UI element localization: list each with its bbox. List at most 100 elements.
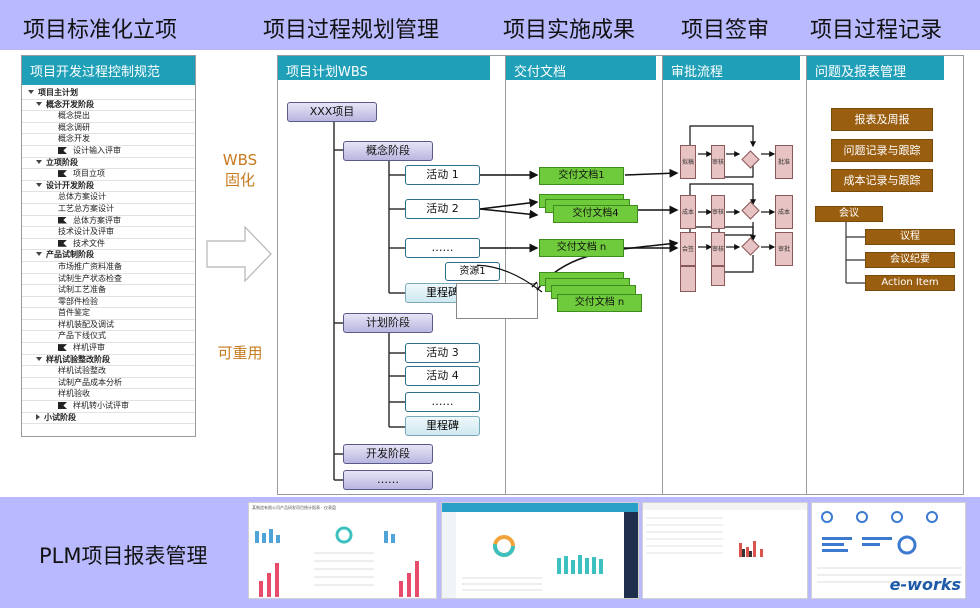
fix-label: 固化	[224, 171, 255, 189]
spec-tree-row[interactable]: 样机装配及调试	[22, 320, 195, 332]
collapse-arrow-icon[interactable]	[36, 413, 40, 420]
minutes-button[interactable]: 会议纪要	[865, 252, 955, 268]
cost-tracking-button[interactable]: 成本记录与跟踪	[831, 169, 933, 192]
approval-node[interactable]: 审核	[711, 232, 725, 266]
spec-tree-row[interactable]: 样机试验整改	[22, 366, 195, 378]
spec-tree-row[interactable]: 首件鉴定	[22, 308, 195, 320]
agenda-button[interactable]: 议程	[865, 229, 955, 245]
approval-node[interactable]: 审批	[775, 232, 793, 266]
thumbnail-title: 某制造有限公司产品研发项目统计报表 - 仪表盘	[252, 505, 336, 510]
spec-tree-label: 概念提出	[58, 111, 90, 121]
expand-arrow-icon[interactable]	[36, 159, 42, 164]
approval-node[interactable]: 成本	[775, 195, 793, 229]
doc-deliverable-n-2[interactable]: 交付文档 n	[557, 294, 642, 312]
spec-tree-row[interactable]: 概念提出	[22, 111, 195, 123]
approval-node[interactable]: 审核	[711, 195, 725, 229]
spec-tree-label: 样机验收	[58, 389, 90, 399]
wbs-resource-1[interactable]: 资源1	[445, 262, 500, 281]
spec-tree-row[interactable]: 立项阶段	[22, 158, 195, 170]
wbs-panel-header: 项目计划WBS	[278, 56, 490, 80]
wbs-phase-develop[interactable]: 开发阶段	[343, 444, 433, 464]
spec-tree-label: 总体方案设计	[58, 192, 106, 202]
plm-report-title: PLM项目报表管理	[39, 544, 208, 568]
spec-tree-row[interactable]: 设计输入评审	[22, 146, 195, 158]
approval-node[interactable]: 拟稿	[680, 145, 696, 179]
spec-tree-row[interactable]: 项目主计划	[22, 88, 195, 100]
action-item-button[interactable]: Action Item	[865, 275, 955, 291]
doc-deliverable-1[interactable]: 交付文档1	[539, 167, 624, 185]
spec-tree-row[interactable]: 试制产品成本分析	[22, 378, 195, 390]
spec-tree-row[interactable]: 概念开发阶段	[22, 100, 195, 112]
approval-node[interactable]: 审核	[711, 145, 725, 179]
wbs-phase-more[interactable]: ……	[343, 470, 433, 490]
spec-tree-label: 样机装配及调试	[58, 319, 114, 329]
spec-tree-row[interactable]: 试制工艺准备	[22, 285, 195, 297]
spec-tree-label: 项目主计划	[38, 88, 78, 97]
spec-tree-row[interactable]: 技术设计及评审	[22, 227, 195, 239]
spec-tree-row[interactable]: 总体方案设计	[22, 192, 195, 204]
report-thumbnail-4[interactable]: e-works	[811, 502, 966, 599]
spec-tree-row[interactable]: 样机评审	[22, 343, 195, 355]
resource-popup-box	[456, 283, 538, 319]
wbs-activity-2[interactable]: 活动 2	[405, 199, 480, 219]
spec-tree-row[interactable]: 样机转小试评审	[22, 401, 195, 413]
spec-tree-row[interactable]: 零部件检验	[22, 297, 195, 309]
expand-arrow-icon[interactable]	[36, 182, 42, 187]
spec-tree-row[interactable]: 概念调研	[22, 123, 195, 135]
approval-node[interactable]: 会签	[680, 232, 696, 266]
wbs-phase-concept[interactable]: 概念阶段	[343, 141, 433, 161]
spec-tree-label: 概念调研	[58, 122, 90, 132]
approval-node[interactable]: 成本	[680, 195, 696, 229]
spec-tree-row[interactable]: 小试阶段	[22, 413, 195, 425]
spec-tree-row[interactable]: 产品试制阶段	[22, 250, 195, 262]
spec-tree-row[interactable]: 项目立项	[22, 169, 195, 181]
spec-tree-row[interactable]: 总体方案评审	[22, 216, 195, 228]
reuse-label: 可重用	[217, 344, 263, 362]
left-panel-header: 项目开发过程控制规范	[22, 56, 195, 85]
thumb2-header	[442, 503, 638, 512]
left-spec-panel: 项目开发过程控制规范 项目主计划概念开发阶段概念提出概念调研概念开发设计输入评审…	[21, 55, 196, 437]
report-thumbnail-1[interactable]: 某制造有限公司产品研发项目统计报表 - 仪表盘	[248, 502, 437, 599]
spec-tree-row[interactable]: 工艺总方案设计	[22, 204, 195, 216]
spec-tree-row[interactable]: 市场推广资料准备	[22, 262, 195, 274]
approval-node[interactable]: 批准	[775, 145, 793, 179]
report-thumbnail-2[interactable]	[441, 502, 639, 599]
expand-arrow-icon[interactable]	[28, 90, 34, 94]
transfer-arrow-icon	[206, 225, 272, 283]
wbs-activity-more-2[interactable]: ……	[405, 392, 480, 412]
spec-tree-row[interactable]: 试制生产状态检查	[22, 274, 195, 286]
thumb1-charts	[255, 526, 419, 597]
doc-deliverable-4[interactable]: 交付文档4	[553, 205, 638, 223]
spec-tree-row[interactable]: 样机验收	[22, 389, 195, 402]
expand-arrow-icon[interactable]	[36, 252, 42, 257]
spec-tree-row[interactable]: 样机试验整改阶段	[22, 355, 195, 367]
spec-tree-label: 工艺总方案设计	[58, 203, 114, 213]
wbs-phase-plan[interactable]: 计划阶段	[343, 313, 433, 333]
meeting-button[interactable]: 会议	[815, 206, 883, 222]
wbs-label: WBS	[222, 151, 258, 169]
wbs-activity-1[interactable]: 活动 1	[405, 165, 480, 185]
wbs-activity-4[interactable]: 活动 4	[405, 366, 480, 386]
issue-tracking-button[interactable]: 问题记录与跟踪	[831, 139, 933, 162]
wbs-root-project[interactable]: XXX项目	[287, 102, 377, 122]
expand-arrow-icon[interactable]	[36, 101, 42, 106]
spec-tree-row[interactable]: 技术文件	[22, 239, 195, 251]
doc-deliverable-n[interactable]: 交付文档 n	[539, 239, 624, 257]
report-thumbnail-3[interactable]	[642, 502, 808, 599]
spec-tree-label: 样机评审	[73, 343, 105, 353]
spec-tree-row[interactable]: 概念开发	[22, 134, 195, 146]
spec-tree-label: 技术设计及评审	[58, 227, 114, 237]
milestone-flag-icon	[58, 216, 67, 224]
divider	[662, 55, 663, 495]
approval-node	[711, 266, 725, 286]
wbs-activity-more[interactable]: ……	[405, 238, 480, 258]
spec-tree-row[interactable]: 产品下线仪式	[22, 331, 195, 344]
approval-panel-header: 审批流程	[663, 56, 800, 80]
wbs-activity-3[interactable]: 活动 3	[405, 343, 480, 363]
spec-tree-row[interactable]: 设计开发阶段	[22, 181, 195, 193]
expand-arrow-icon[interactable]	[36, 356, 42, 361]
report-weekly-button[interactable]: 报表及周报	[831, 108, 933, 131]
top-header-bar	[0, 0, 980, 50]
wbs-connectors	[333, 120, 405, 481]
wbs-milestone-2[interactable]: 里程碑	[405, 416, 480, 436]
